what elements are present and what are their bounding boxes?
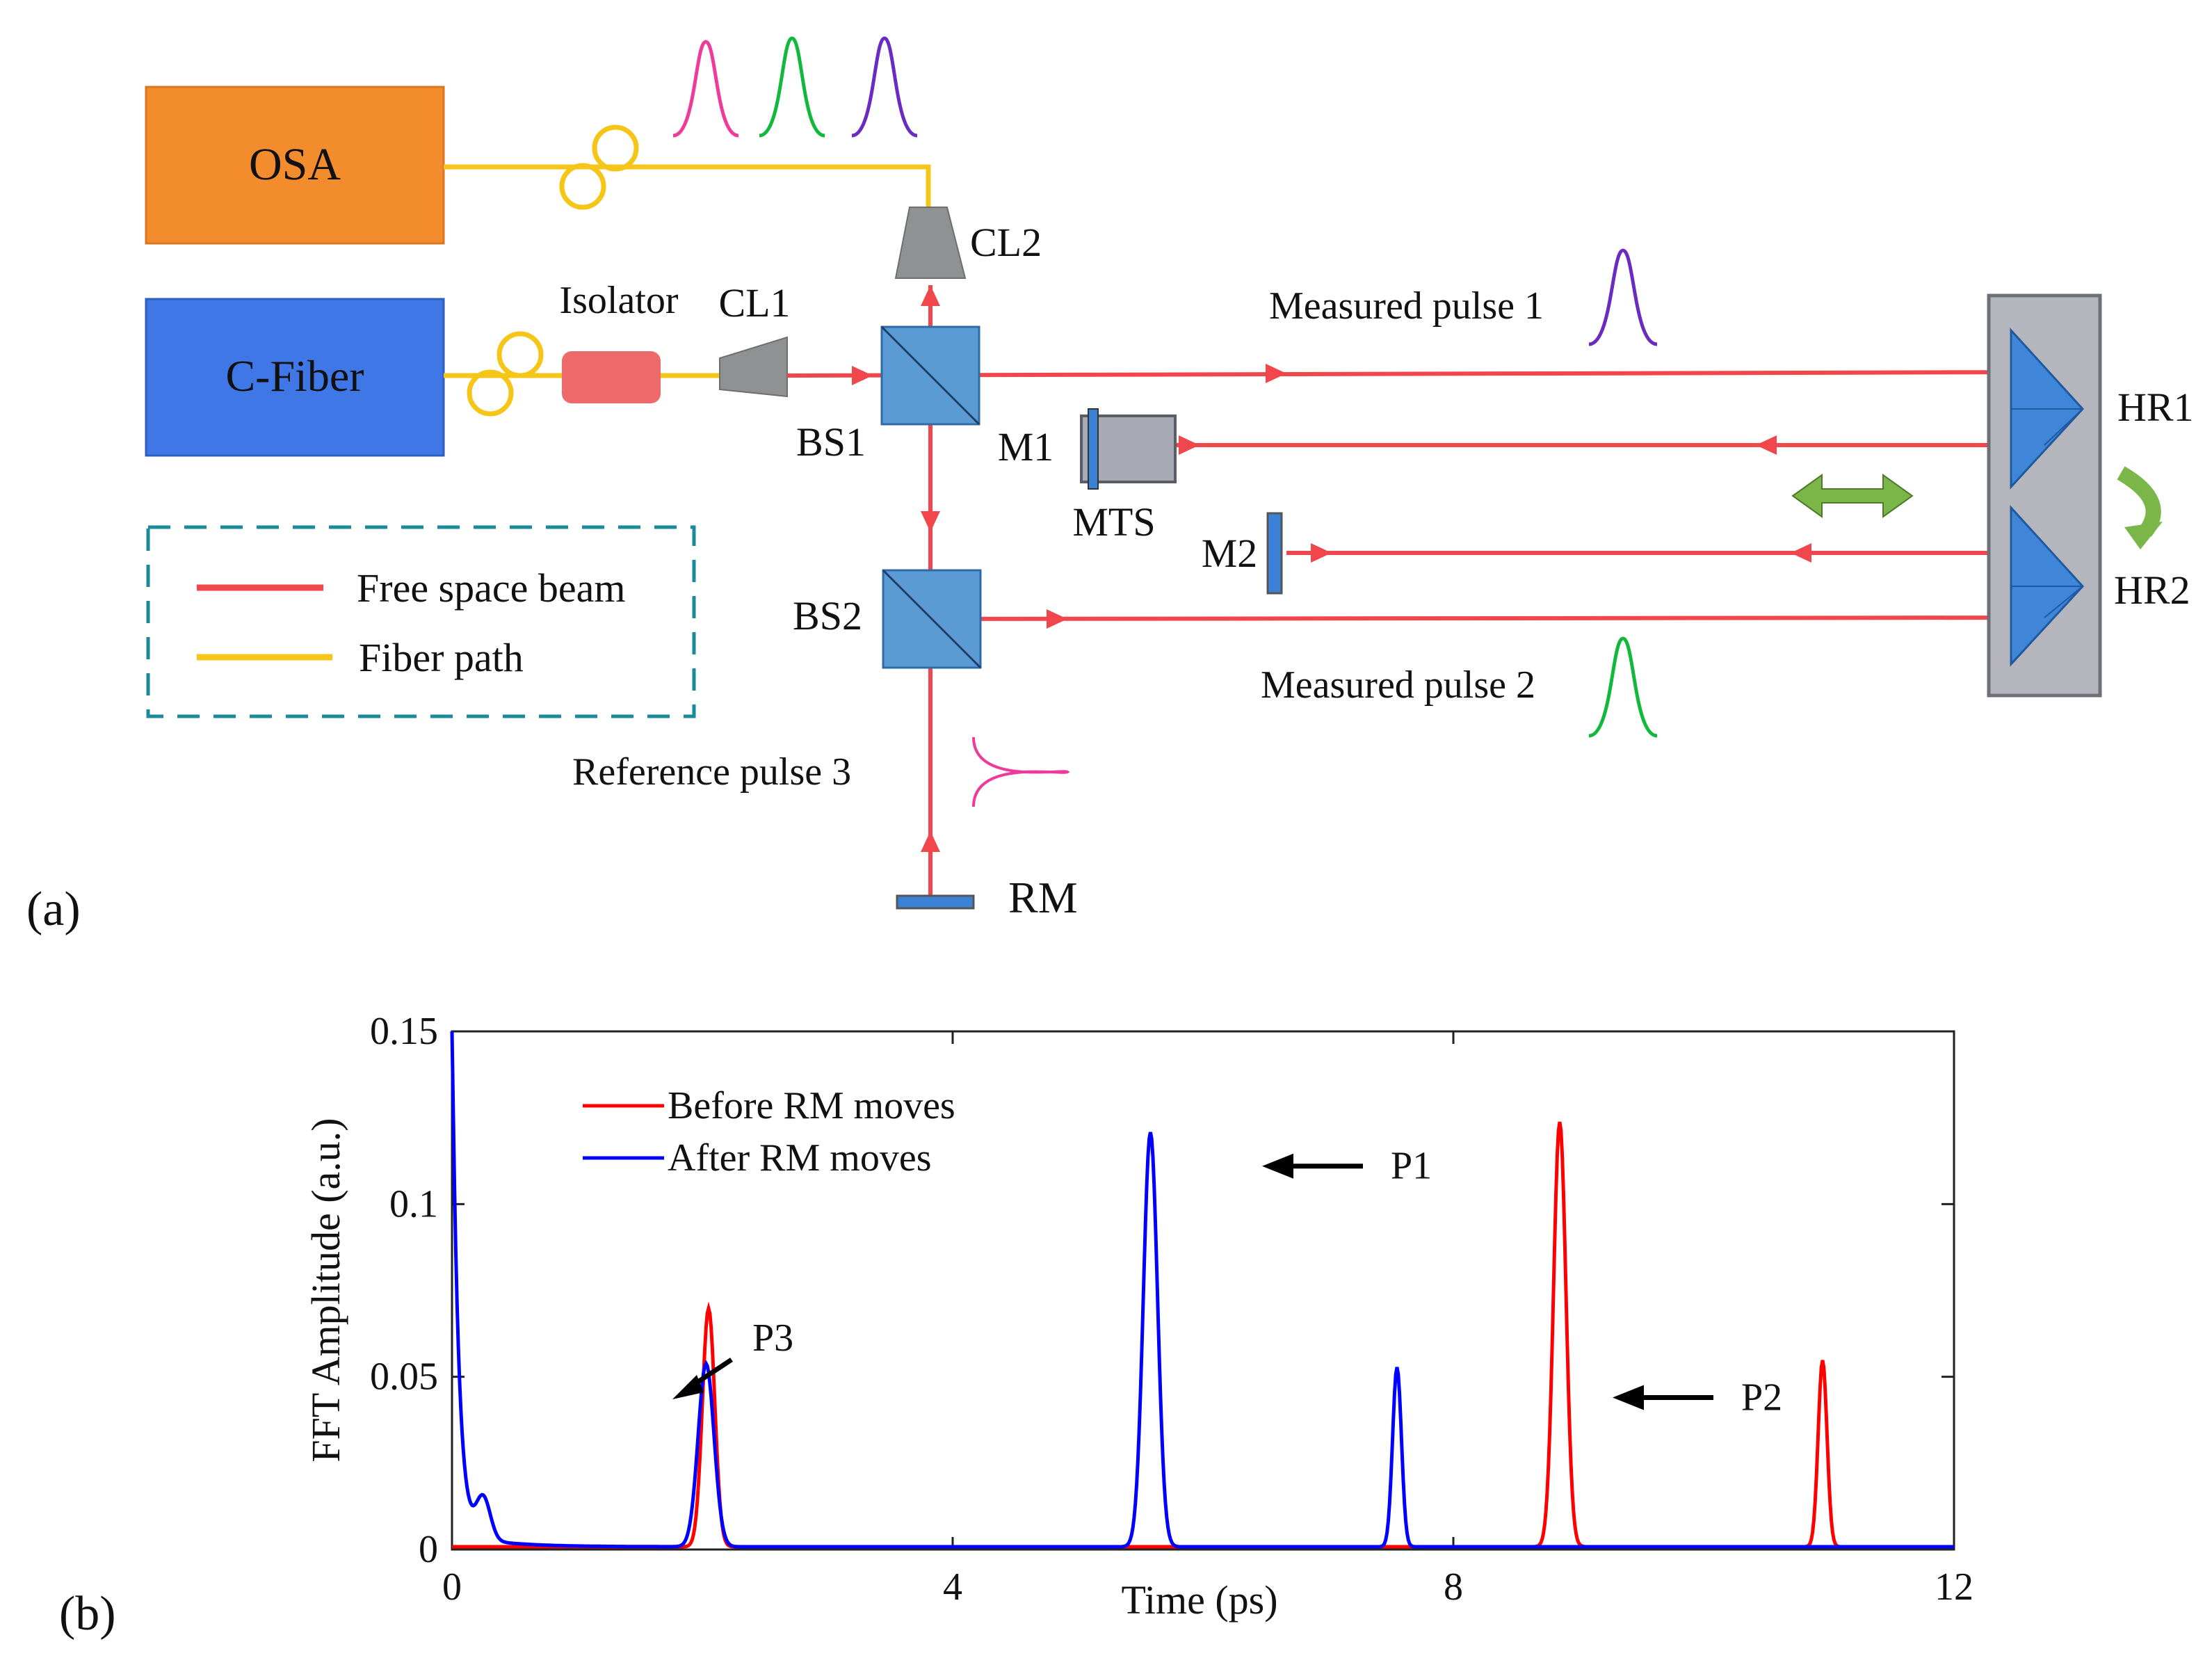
hr-block xyxy=(1987,293,2102,698)
measured-pulse-1-icon xyxy=(1588,248,1658,346)
bs2-splitter xyxy=(882,569,982,669)
reference-pulse-3-icon xyxy=(972,737,1070,807)
cl2-label: CL2 xyxy=(970,220,1042,265)
hr1-label: HR1 xyxy=(2117,385,2194,430)
x-tick-labels: 0 4 8 12 xyxy=(442,1566,1973,1609)
hr2-label: HR2 xyxy=(2114,568,2190,613)
measured-pulse-2-icon xyxy=(1588,636,1658,738)
annotation-label: P1 xyxy=(1391,1145,1432,1188)
legend-a: Free space beam Fiber path xyxy=(146,525,696,718)
annotation-arrowhead xyxy=(1262,1153,1293,1179)
isolator-label: Isolator xyxy=(559,279,678,322)
x-tick-label: 8 xyxy=(1444,1566,1463,1609)
rm-label: RM xyxy=(1008,873,1078,922)
cl1-collimator xyxy=(719,336,788,398)
reference-pulse-3-label: Reference pulse 3 xyxy=(572,750,851,794)
mts-label: MTS xyxy=(1072,499,1155,545)
cl2-collimator xyxy=(894,207,967,279)
x-tick-label: 12 xyxy=(1935,1566,1973,1609)
cl1-label: CL1 xyxy=(718,280,790,325)
isolator xyxy=(562,351,661,403)
osa-label: OSA xyxy=(249,139,341,190)
legend-label-before: Before RM moves xyxy=(668,1084,955,1127)
legend-fiber-label: Fiber path xyxy=(359,635,524,680)
y-axis-label: FFT Amplitude (a.u.) xyxy=(303,1118,348,1462)
annotation-arrowhead xyxy=(672,1375,704,1399)
measured-pulse-1-label: Measured pulse 1 xyxy=(1269,284,1544,328)
osa-box xyxy=(145,86,445,245)
series-layer xyxy=(450,1031,1954,1549)
fiber-path-osa xyxy=(444,124,931,210)
panel-a-tag: (a) xyxy=(26,883,81,936)
annotation-p2: P2 xyxy=(1613,1376,1782,1419)
osa-pulse-icons xyxy=(672,36,918,138)
y-tick-label: 0.05 xyxy=(370,1355,438,1399)
panel-b-tag: (b) xyxy=(59,1587,116,1641)
legend-free-space-label: Free space beam xyxy=(357,565,625,611)
cfiber-box xyxy=(145,298,445,457)
annotation-p1: P1 xyxy=(1262,1145,1432,1188)
m1-mirror xyxy=(1088,408,1099,490)
series-line-after xyxy=(450,1031,1954,1549)
annotation-arrowhead xyxy=(1613,1385,1644,1410)
plot-frame xyxy=(451,1030,1955,1551)
y-tick-label: 0.15 xyxy=(370,1010,438,1053)
bs1-label: BS1 xyxy=(796,419,866,465)
x-axis-label: Time (ps) xyxy=(1121,1577,1277,1623)
series-line-before xyxy=(452,1121,1954,1549)
beam-arrows xyxy=(852,285,1811,852)
cfiber-label: C-Fiber xyxy=(225,351,364,401)
annotation-p3: P3 xyxy=(672,1317,793,1399)
hr1-reflector xyxy=(2010,328,2085,490)
y-tick-label: 0 xyxy=(419,1528,438,1571)
x-tick-label: 4 xyxy=(943,1566,962,1609)
panel-a: OSA C-Fiber Isolator CL1 CL2 xyxy=(26,36,2194,936)
annotation-label: P2 xyxy=(1741,1376,1782,1419)
translation-arrow-icon xyxy=(1791,474,1914,518)
rotation-arrow-icon xyxy=(2117,466,2163,549)
m2-label: M2 xyxy=(1202,531,1258,576)
legend-label-after: After RM moves xyxy=(668,1136,932,1180)
bs1-splitter xyxy=(880,325,980,426)
x-tick-label: 0 xyxy=(442,1566,462,1609)
m1-label: M1 xyxy=(998,424,1054,469)
measured-pulse-2-label: Measured pulse 2 xyxy=(1261,663,1535,707)
bs2-label: BS2 xyxy=(793,593,862,638)
rm-mirror xyxy=(896,894,975,910)
m2-mirror xyxy=(1266,512,1283,595)
annotation-label: P3 xyxy=(752,1317,793,1360)
hr2-reflector xyxy=(2010,505,2085,667)
y-tick-labels: 0 0.05 0.1 0.15 xyxy=(370,1010,438,1571)
chart-legend: Before RM moves After RM moves xyxy=(583,1084,955,1180)
y-tick-label: 0.1 xyxy=(389,1182,438,1225)
